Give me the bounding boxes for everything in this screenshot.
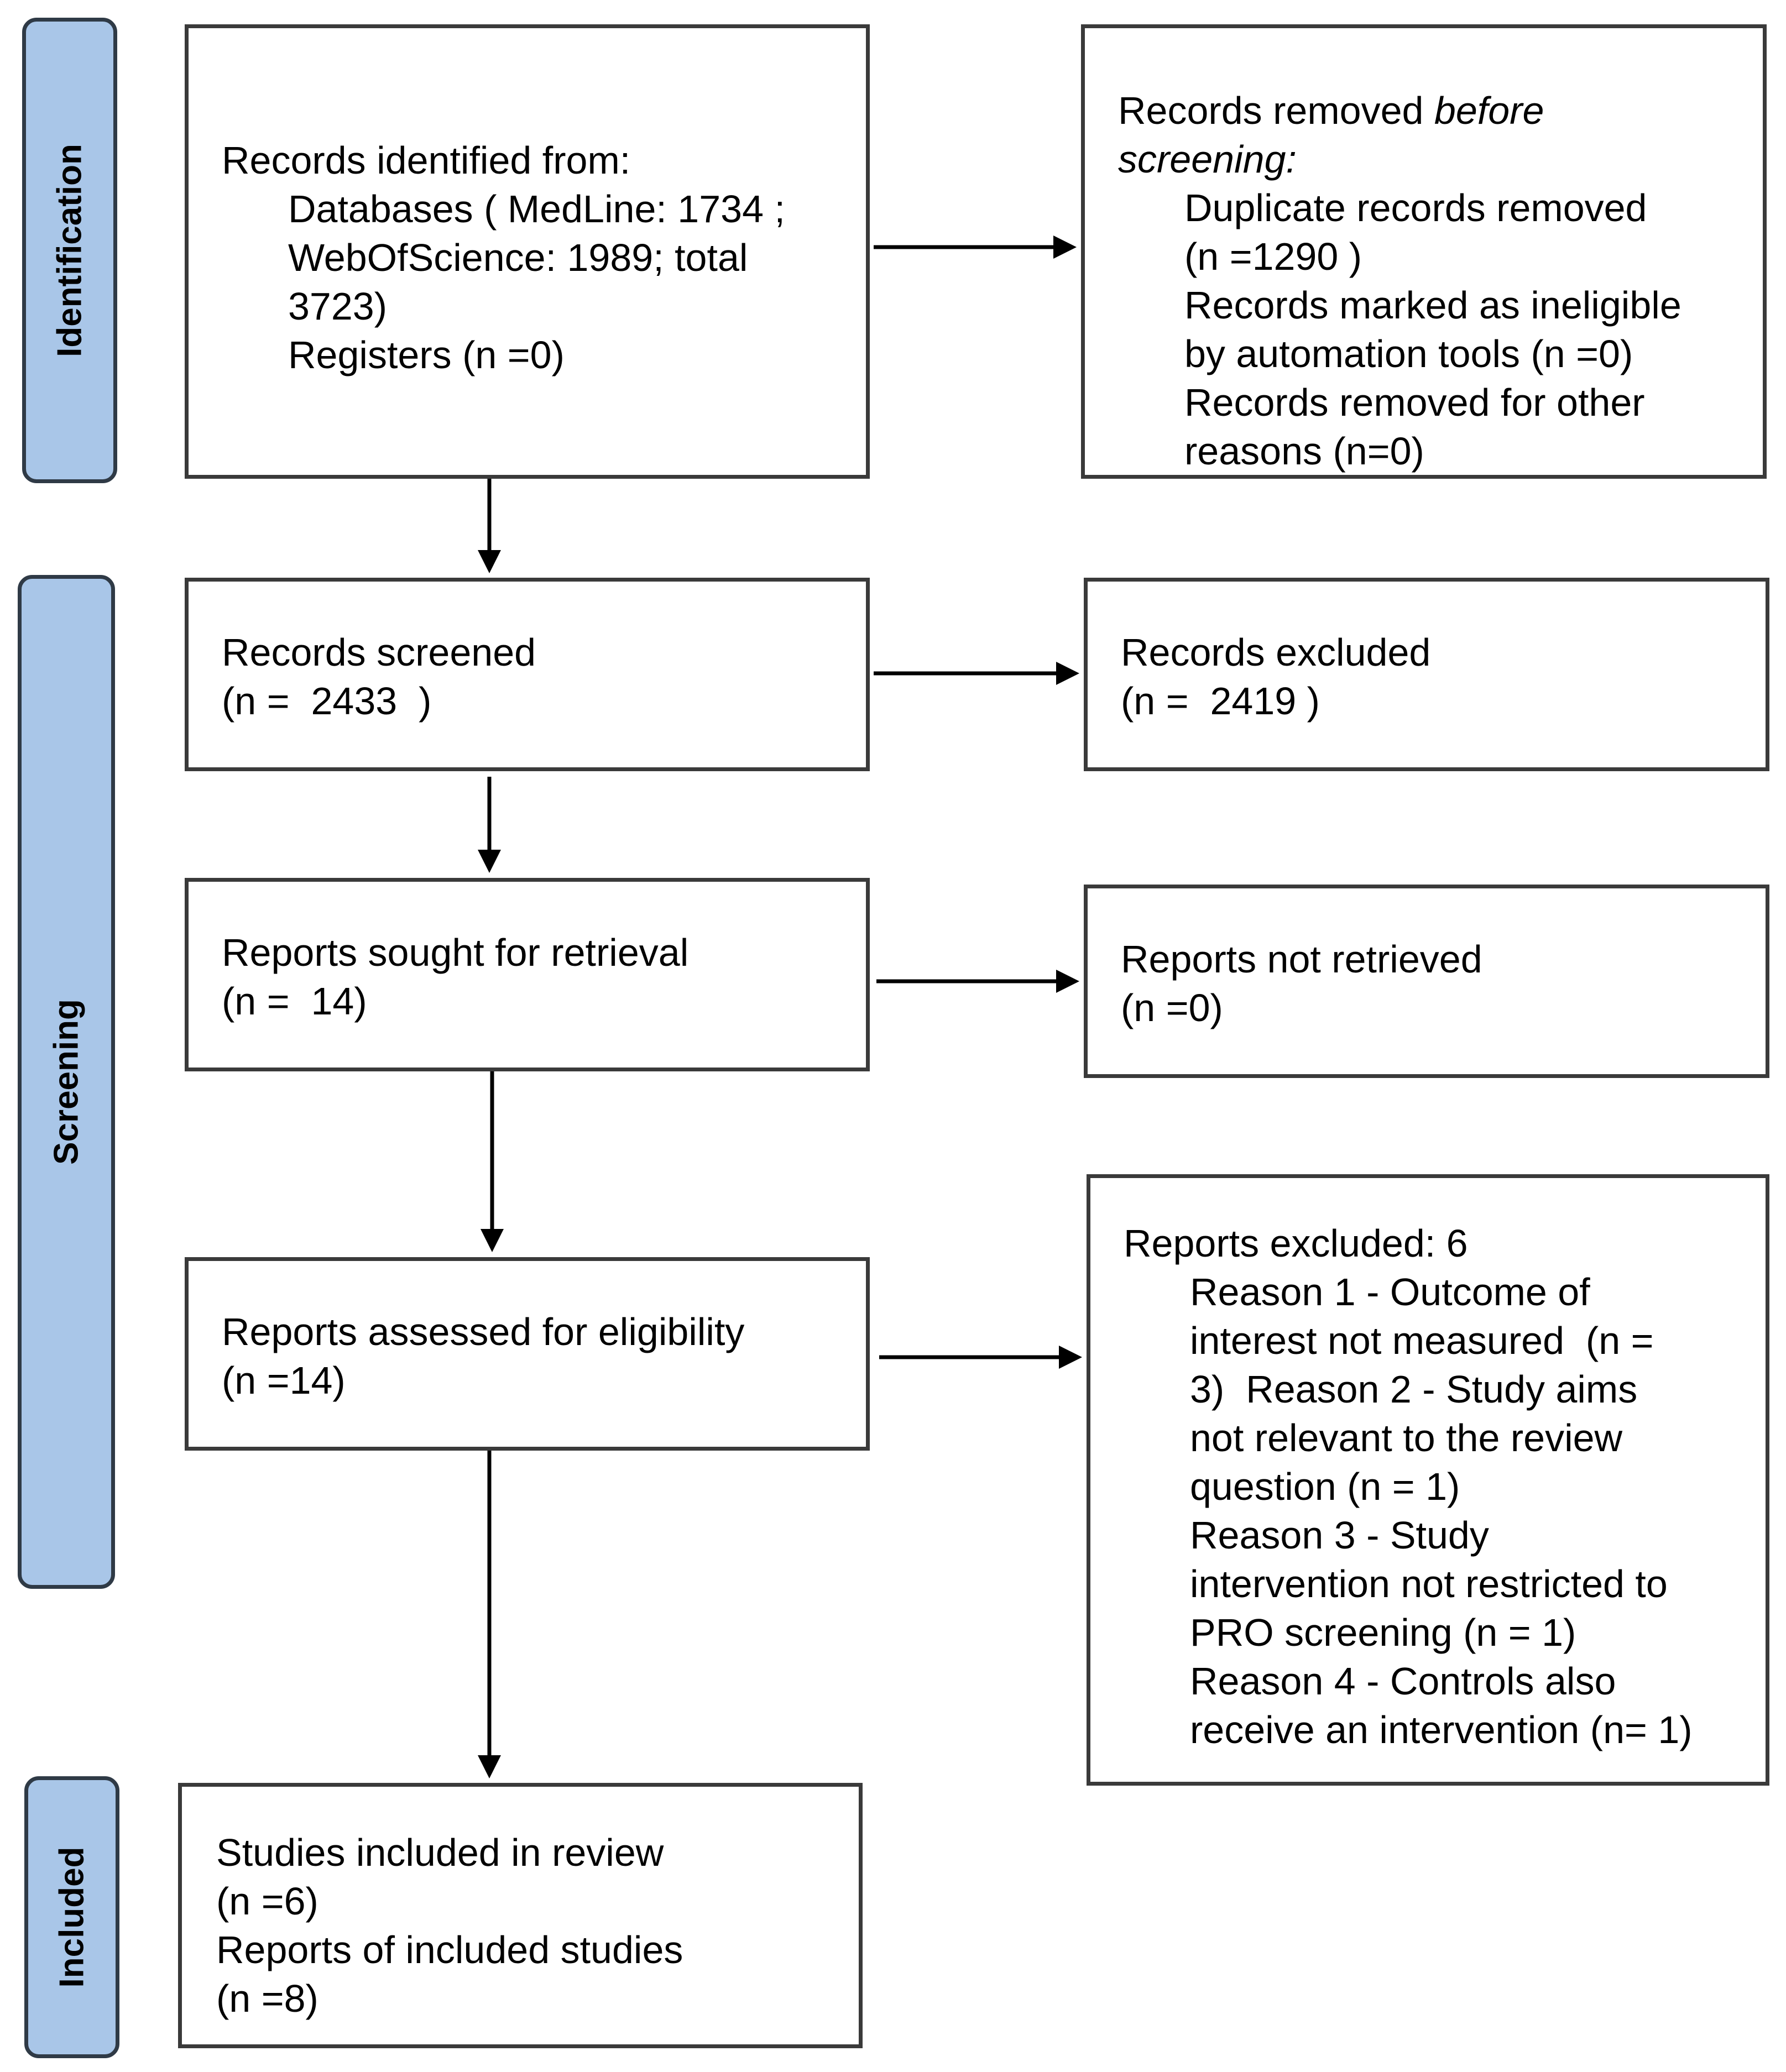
phase-included: Included [24, 1776, 119, 2058]
reports-not-retrieved-line-2: (n =0) [1121, 986, 1223, 1029]
reports-assessed-box: Reports assessed for eligibility (n =14) [185, 1257, 870, 1451]
reports-not-retrieved-box: Reports not retrieved (n =0) [1084, 885, 1769, 1078]
reports-excluded-reason-line: Reason 4 - Controls also [1190, 1660, 1616, 1703]
other-reasons-line-1: Records removed for other [1184, 381, 1645, 424]
records-screened-line-2: (n = 2433 ) [222, 679, 432, 723]
reports-sought-box: Reports sought for retrieval (n = 14) [185, 878, 870, 1071]
reports-excluded-reason-line: Reason 3 - Study [1190, 1514, 1489, 1557]
reports-excluded-heading: Reports excluded: 6 [1124, 1222, 1468, 1265]
ineligible-line-1: Records marked as ineligible [1184, 284, 1681, 327]
studies-included-line-3: Reports of included studies [216, 1928, 683, 1971]
reports-excluded-reason-line: receive an intervention (n= 1) [1190, 1708, 1693, 1751]
reports-assessed-line-1: Reports assessed for eligibility [222, 1310, 745, 1353]
reports-excluded-reason-line: question (n = 1) [1190, 1465, 1460, 1508]
phase-screening: Screening [18, 575, 115, 1589]
duplicates-line-1: Duplicate records removed [1184, 186, 1647, 229]
records-identified-heading: Records identified from: [222, 139, 631, 182]
other-reasons-line-2: reasons (n=0) [1184, 430, 1424, 473]
records-identified-box: Records identified from: Databases ( Med… [185, 24, 870, 479]
records-removed-heading-prefix: Records removed [1118, 89, 1434, 132]
records-screened-line-1: Records screened [222, 631, 536, 674]
records-excluded-box: Records excluded (n = 2419 ) [1084, 578, 1769, 771]
records-excluded-line-2: (n = 2419 ) [1121, 679, 1320, 723]
studies-included-line-4: (n =8) [216, 1977, 318, 2020]
reports-excluded-box: Reports excluded: 6 Reason 1 - Outcome o… [1087, 1174, 1769, 1786]
registers-line: Registers (n =0) [288, 333, 565, 376]
reports-sought-line-1: Reports sought for retrieval [222, 931, 689, 974]
phase-identification: Identification [22, 18, 117, 483]
reports-excluded-reason-line: 3) Reason 2 - Study aims [1190, 1368, 1638, 1411]
duplicates-line-2: (n =1290 ) [1184, 235, 1362, 278]
databases-line-3: 3723) [288, 285, 388, 328]
reports-excluded-reason-line: interest not measured (n = [1190, 1319, 1654, 1362]
databases-line-2: WebOfScience: 1989; total [288, 236, 748, 279]
reports-assessed-line-2: (n =14) [222, 1359, 346, 1402]
records-removed-box: Records removed before screening: Duplic… [1081, 24, 1767, 479]
records-removed-heading: Records removed before [1118, 86, 1752, 135]
records-removed-heading-italic-2: screening: [1118, 138, 1297, 181]
records-removed-heading-italic-1: before [1434, 89, 1544, 132]
studies-included-line-1: Studies included in review [216, 1831, 664, 1874]
reports-not-retrieved-line-1: Reports not retrieved [1121, 938, 1482, 981]
reports-excluded-reason-line: PRO screening (n = 1) [1190, 1611, 1576, 1654]
databases-line-1: Databases ( MedLine: 1734 ; [288, 187, 785, 231]
ineligible-line-2: by automation tools (n =0) [1184, 332, 1633, 375]
reports-excluded-reason-line: intervention not restricted to [1190, 1562, 1668, 1605]
reports-excluded-reason-line: not relevant to the review [1190, 1416, 1623, 1459]
records-excluded-line-1: Records excluded [1121, 631, 1431, 674]
reports-excluded-reason-line: Reason 1 - Outcome of [1190, 1270, 1590, 1314]
studies-included-box: Studies included in review (n =6) Report… [178, 1783, 863, 2048]
reports-sought-line-2: (n = 14) [222, 980, 367, 1023]
studies-included-line-2: (n =6) [216, 1880, 318, 1923]
records-screened-box: Records screened (n = 2433 ) [185, 578, 870, 771]
